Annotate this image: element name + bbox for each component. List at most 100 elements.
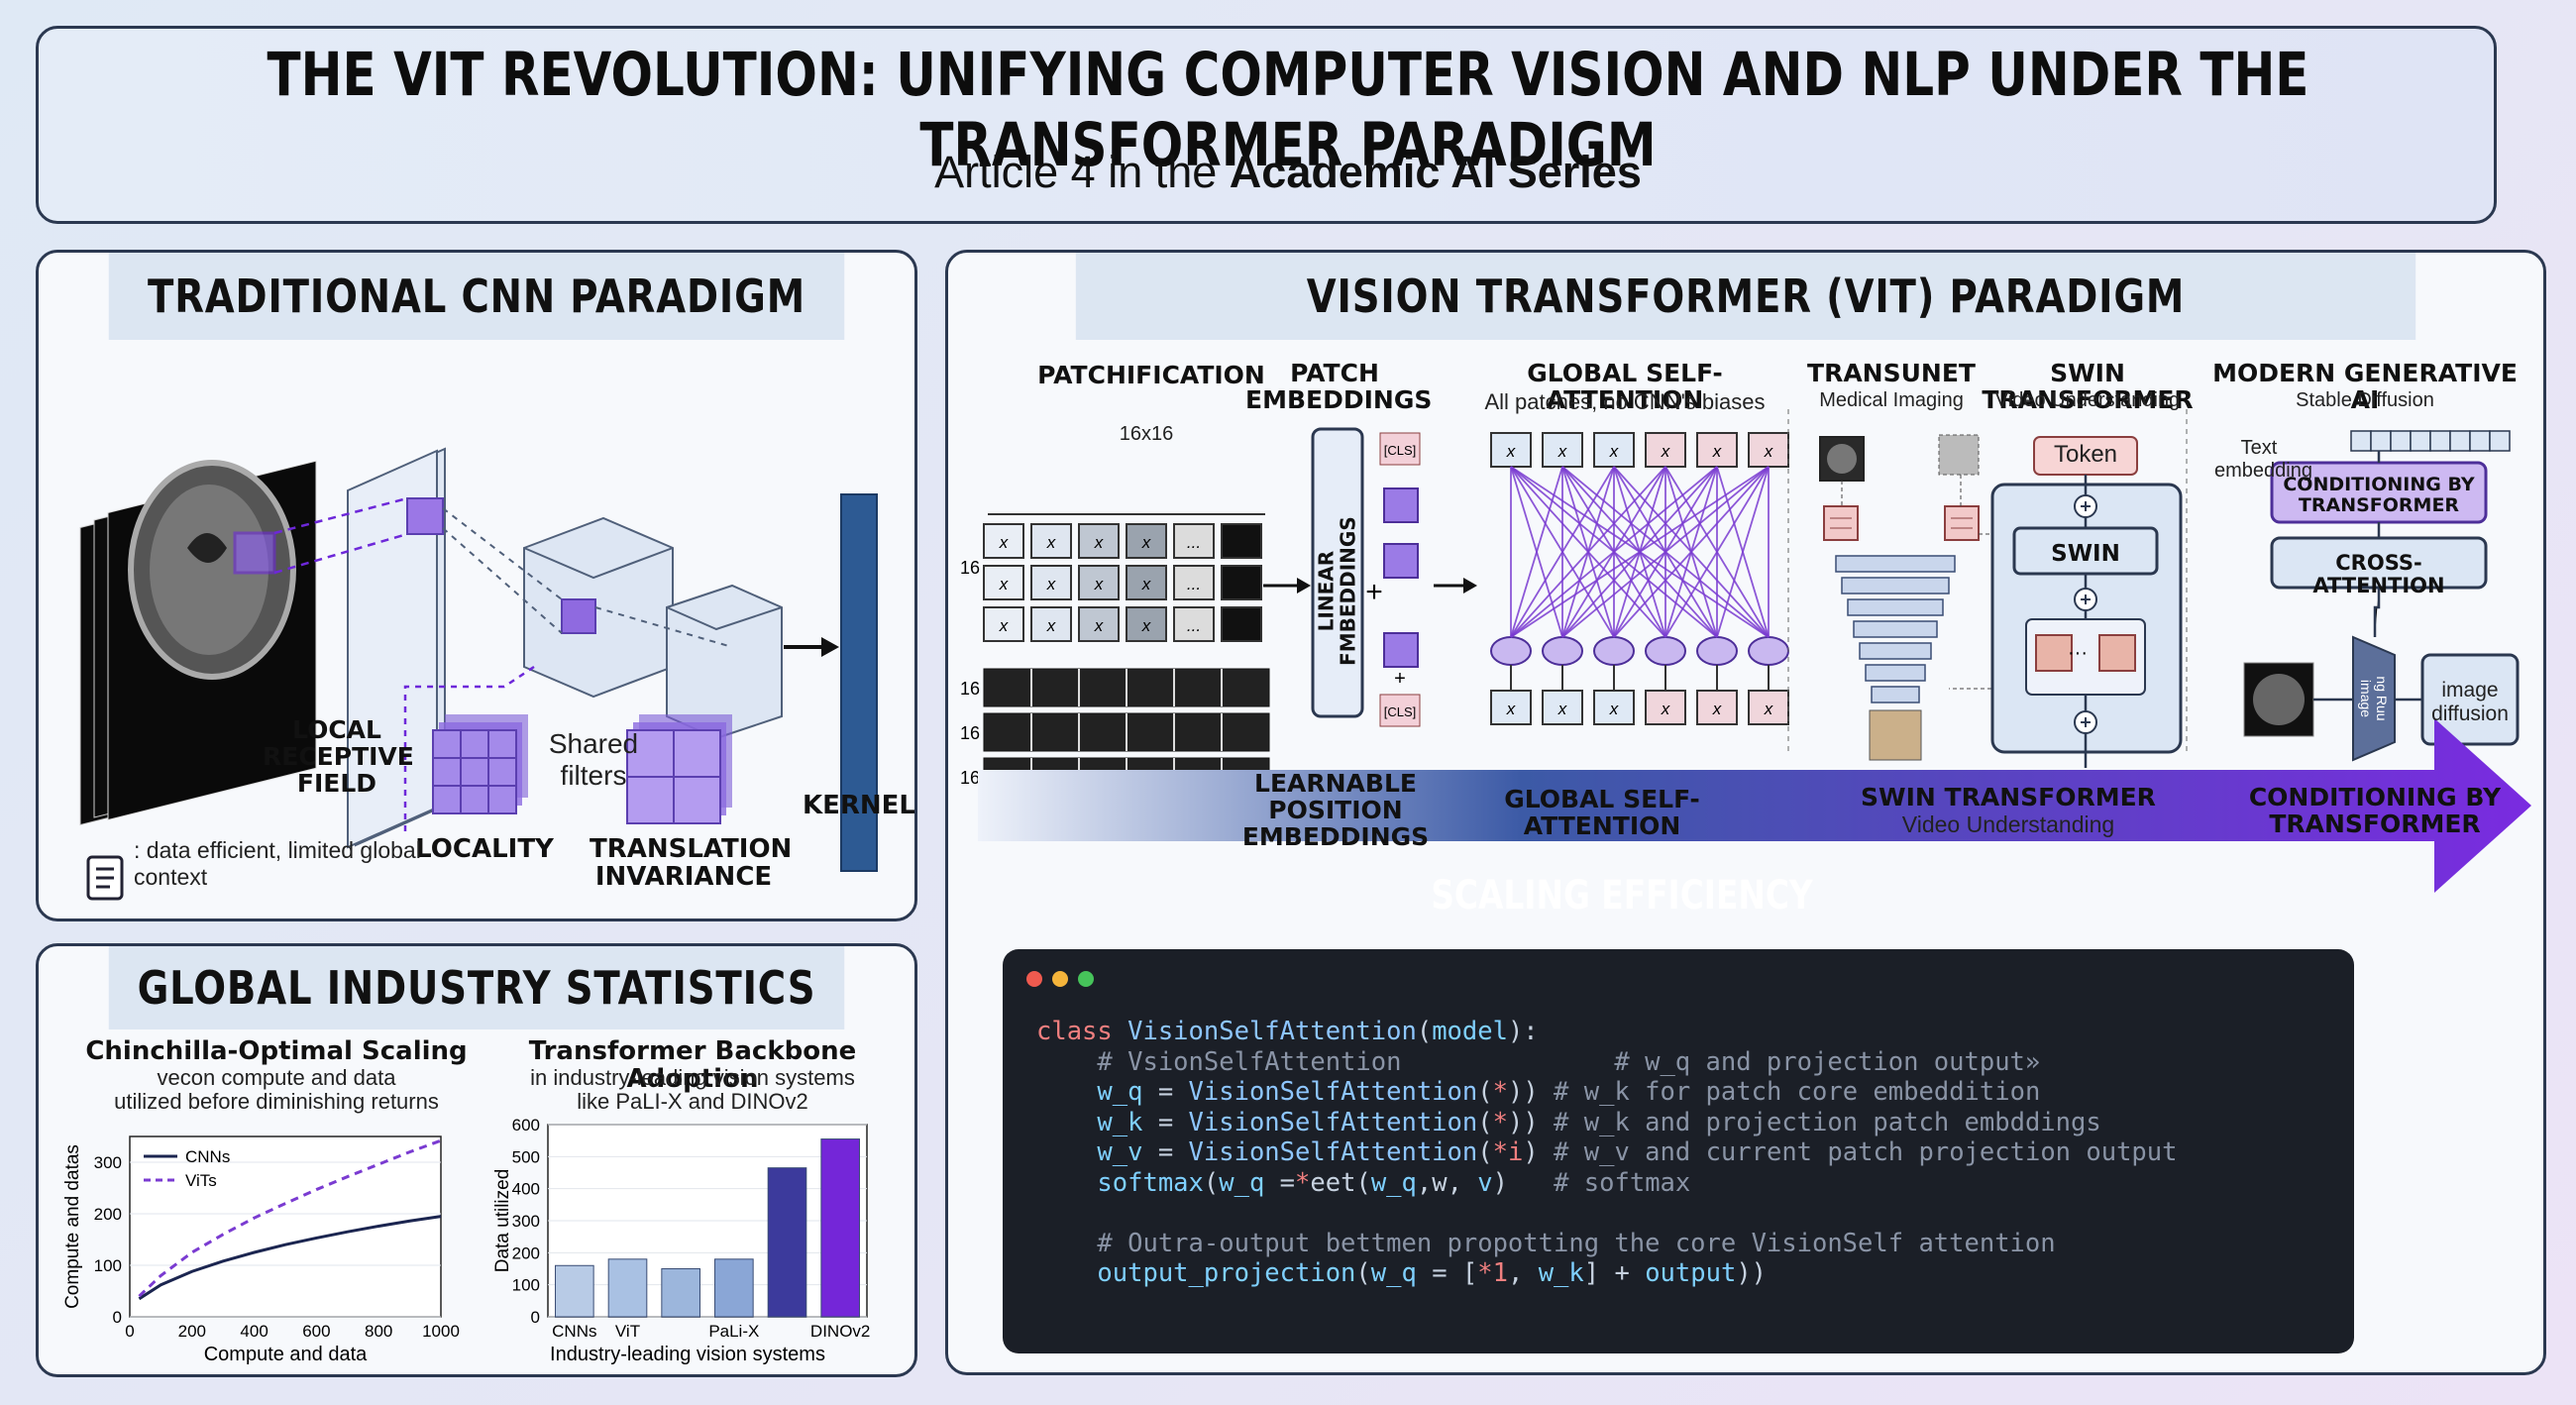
close-dot-icon[interactable]: [1026, 971, 1042, 987]
left-chart-sub2: utilized before diminishing returns: [114, 1089, 439, 1114]
global-sa-subtitle: All patches, no CNN's biases: [1484, 389, 1766, 414]
line-chart-xtick: 0: [125, 1322, 134, 1341]
attention-token-bottom: [1490, 690, 1532, 725]
plus-sign: +: [1394, 668, 1406, 690]
subtitle-prefix: Article 4 in the: [934, 147, 1230, 197]
patchification-label: PATCHIFICATION: [1037, 361, 1265, 389]
encoder-label: ng Ruu image: [2358, 676, 2390, 721]
line-series-cnns: [138, 1215, 442, 1301]
attention-node: [1593, 636, 1635, 666]
page-subtitle: Article 4 in the Academic AI Series: [0, 147, 2576, 198]
attention-token-bottom-label: x: [1557, 700, 1567, 718]
attention-token-top-label: x: [1764, 442, 1773, 461]
unet-layer: [1847, 598, 1944, 616]
attention-node: [1490, 636, 1532, 666]
line-chart-ytick: 0: [113, 1308, 122, 1327]
right-chart-sub2: like PaLI-X and DINOv2: [577, 1089, 808, 1114]
cls-token-label: [CLS]: [1384, 443, 1417, 458]
patch-embeddings-label: PATCH EMBEDDINGS: [1245, 359, 1433, 414]
patch-cell-label: x: [1141, 533, 1151, 552]
embedding-token: [1383, 632, 1419, 668]
bar-chart-ytick: 400: [512, 1180, 540, 1199]
left-chart-title: Chinchilla-Optimal Scaling: [85, 1036, 468, 1066]
dim-label: 16: [960, 679, 980, 699]
patch-cell: [1173, 606, 1215, 642]
patch-cell-label: x: [1094, 533, 1104, 552]
dim-label: 16: [960, 768, 980, 788]
patch-cell: [1078, 523, 1120, 559]
attention-token-top: [1490, 432, 1532, 468]
transunet-label: TRANSUNET: [1807, 359, 1976, 387]
title-banner: [36, 26, 2497, 224]
dim-label: 16: [960, 723, 980, 743]
linear-embeddings-bar: [1311, 427, 1364, 718]
locality-label: LOCALITY: [415, 834, 554, 864]
maximize-dot-icon[interactable]: [1078, 971, 1094, 987]
bar-chart-xtick: CNNs: [552, 1322, 596, 1341]
image-diffusion-label: image diffusion: [2431, 679, 2509, 725]
swin-block-label: SWIN: [2051, 541, 2120, 567]
attention-token-top: [1748, 432, 1789, 468]
cnn-note: : data efficient, limited global context: [134, 837, 421, 890]
patch-cell: [983, 523, 1024, 559]
bar-chart-xtick: DINOv2: [810, 1322, 870, 1341]
bar: [555, 1264, 594, 1318]
embedding-token: [1383, 543, 1419, 579]
shared-filters-label: Shared filters: [548, 728, 639, 791]
attention-token-bottom: [1593, 690, 1635, 725]
unet-layer: [1853, 620, 1938, 638]
patch-cell: [1030, 565, 1072, 600]
attention-node: [1542, 636, 1583, 666]
attention-token-top-label: x: [1609, 442, 1619, 461]
swin-bottom-subtitle: Video Understanding: [1901, 811, 2115, 837]
line-chart-xtick: 400: [240, 1322, 268, 1341]
patch-cell-label: x: [999, 533, 1009, 552]
line-chart-xtick: 200: [178, 1322, 206, 1341]
bar: [714, 1258, 754, 1318]
patch-cell: [1078, 606, 1120, 642]
transunet-diagram: [1819, 434, 1995, 761]
patch-cell-label: x: [999, 616, 1009, 635]
global-sa-bottom-label: GLOBAL SELF-ATTENTION: [1504, 785, 1700, 840]
genai-diagram: [2243, 430, 2520, 762]
patch-cell-label: ...: [1187, 616, 1201, 635]
patch-cell: [1030, 606, 1072, 642]
bar-chart-xtick: ViT: [615, 1322, 640, 1341]
attention-token-bottom-label: x: [1506, 700, 1516, 718]
locality-grid: [432, 714, 528, 814]
swin-bottom-label: SWIN TRANSFORMER: [1861, 783, 2156, 811]
attention-node: [1748, 636, 1789, 666]
stats-heading: GLOBAL INDUSTRY STATISTICS: [108, 946, 845, 1029]
genai-title-label: MODERN GENERATIVE AI: [2212, 359, 2518, 414]
bar-chart-xtick: PaLi-X: [708, 1322, 759, 1341]
cls-token: [1379, 694, 1421, 727]
patch-cell: [983, 565, 1024, 600]
patch-cell: [1173, 523, 1215, 559]
patch-cell: [1173, 565, 1215, 600]
unet-layer: [1841, 577, 1950, 594]
linear-embeddings-label: LINEAR FMBEDDINGS: [1314, 516, 1359, 666]
attention-token-bottom-label: x: [1661, 700, 1670, 718]
genai-subtitle: Stable Diffusion: [2296, 389, 2434, 411]
translation-grid: [626, 714, 732, 824]
attention-node: [1645, 636, 1686, 666]
minimize-dot-icon[interactable]: [1052, 971, 1068, 987]
cross-attention-label: CROSS-ATTENTION: [2312, 551, 2445, 597]
text-embedding-label: Text embedding: [2214, 437, 2312, 482]
patch-cell-label: ...: [1187, 533, 1201, 552]
attention-token-top: [1645, 432, 1686, 468]
patch-cell: [1221, 606, 1262, 642]
legend-label: ViTs: [185, 1171, 217, 1190]
swin-diagram: ···: [1990, 436, 2183, 768]
patch-cell-label: x: [1046, 616, 1056, 635]
attention-node: [1696, 636, 1738, 666]
patch-cell-label: x: [1046, 575, 1056, 594]
bar: [767, 1167, 807, 1318]
swin-subtitle: Video Understanding: [1994, 389, 2181, 411]
attention-token-bottom-label: x: [1764, 700, 1773, 718]
conditioning-bottom-label: CONDITIONING BY TRANSFORMER: [2248, 783, 2502, 838]
text-embedding-cell: [2410, 430, 2431, 452]
attention-token-top-label: x: [1557, 442, 1567, 461]
